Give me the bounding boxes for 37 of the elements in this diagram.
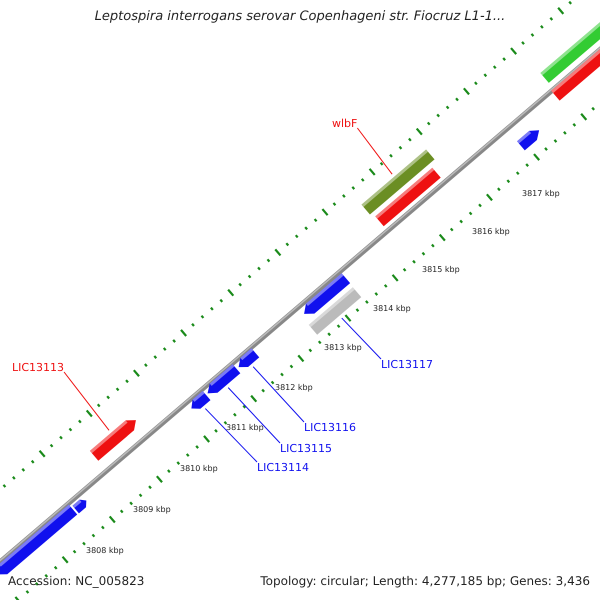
title: Leptospira interrogans serovar Copenhageni str. Fiocruz L1-1... bbox=[94, 9, 506, 24]
gene-block bbox=[308, 287, 362, 335]
leader-line bbox=[204, 408, 258, 462]
gene-block bbox=[238, 348, 260, 368]
gene-block bbox=[304, 273, 350, 314]
gene-label: LIC13116 bbox=[304, 421, 356, 434]
leader-line bbox=[252, 366, 304, 422]
gene-block bbox=[208, 364, 240, 394]
scale-label: 3815 kbp bbox=[422, 265, 460, 274]
gene-block bbox=[0, 504, 78, 574]
scale-label: 3810 kbp bbox=[180, 464, 218, 473]
gene-block bbox=[516, 130, 540, 150]
scale-label: 3809 kbp bbox=[133, 505, 171, 514]
gene-block bbox=[90, 420, 136, 461]
gene-block bbox=[191, 390, 210, 409]
leader-line bbox=[356, 128, 393, 175]
scale-label: 3814 kbp bbox=[373, 304, 411, 313]
gene-label: LIC13114 bbox=[257, 461, 310, 474]
gene-label: LIC13113 bbox=[12, 361, 64, 374]
gene-block bbox=[361, 149, 435, 215]
gene-block bbox=[72, 500, 86, 514]
gene-label: wlbF bbox=[332, 117, 358, 130]
gene-block bbox=[375, 168, 441, 226]
scale-label: 3813 kbp bbox=[324, 343, 362, 352]
genome-info-text: Topology: circular; Length: 4,277,185 bp; Genes: 3,436 bbox=[260, 574, 590, 588]
accession-text: Accession: NC_005823 bbox=[8, 574, 144, 588]
scale-label: 3817 kbp bbox=[522, 189, 560, 198]
gene-label: LIC13115 bbox=[280, 442, 332, 455]
gene-block bbox=[540, 21, 600, 83]
scale-label: 3811 kbp bbox=[226, 423, 264, 432]
leader-line bbox=[228, 387, 280, 444]
gene-label: LIC13117 bbox=[381, 358, 434, 371]
leader-line bbox=[64, 372, 110, 431]
scale-label: 3812 kbp bbox=[275, 383, 313, 392]
scale-label: 3808 kbp bbox=[86, 546, 124, 555]
leader-line bbox=[341, 318, 382, 360]
scale-label: 3816 kbp bbox=[472, 227, 510, 236]
